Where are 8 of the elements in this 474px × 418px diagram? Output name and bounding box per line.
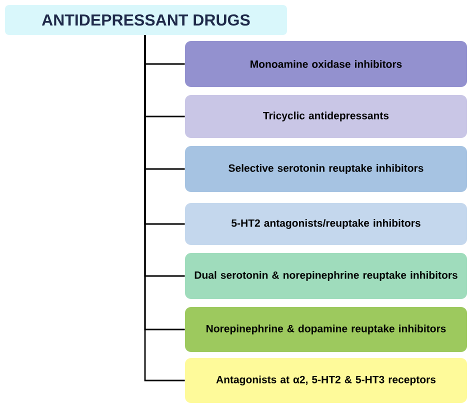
category-box: Tricyclic antidepressants xyxy=(185,95,467,138)
title-box: ANTIDEPRESSANT DRUGS xyxy=(5,5,287,35)
category-box: Selective serotonin reuptake inhibitors xyxy=(185,146,467,192)
category-box: Dual serotonin & norepinephrine reuptake inhibitors xyxy=(185,253,467,299)
category-box: 5-HT2 antagonists/reuptake inhibitors xyxy=(185,203,467,245)
category-box: Norepinephrine & dopamine reuptake inhibitors xyxy=(185,307,467,352)
category-box: Monoamine oxidase inhibitors xyxy=(185,41,467,87)
category-box: Antagonists at α2, 5-HT2 & 5-HT3 receptors xyxy=(185,358,467,403)
